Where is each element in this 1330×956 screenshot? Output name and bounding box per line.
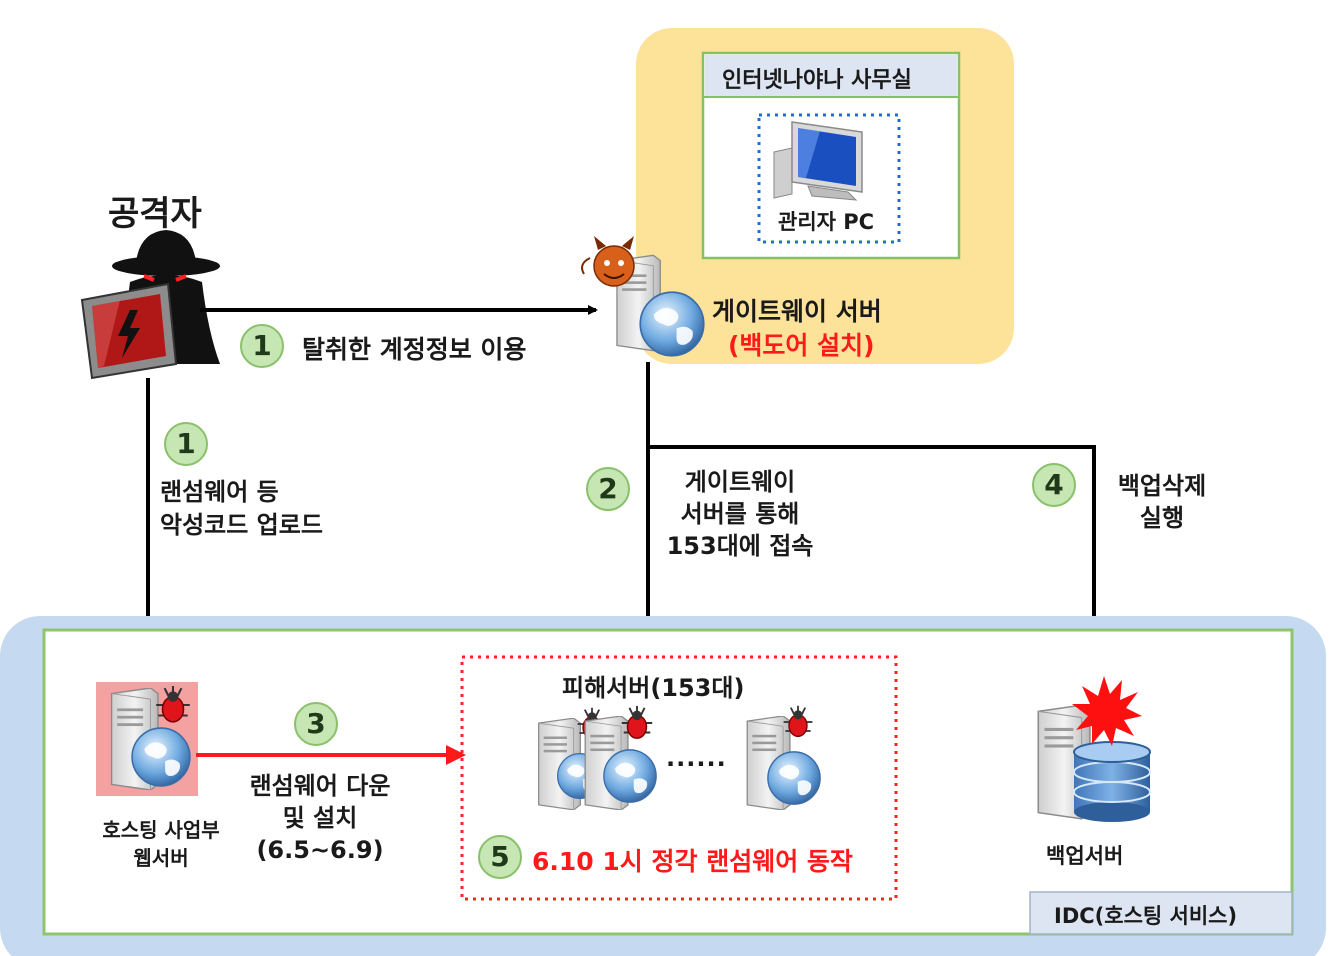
admin-pc-label: 관리자 PC xyxy=(778,210,875,234)
gateway-backdoor-note: (백도어 설치) xyxy=(728,331,875,360)
attacker-label: 공격자 xyxy=(108,194,202,234)
step-3-text: 랜섬웨어 다운 및 설치 (6.5~6.9) xyxy=(222,770,418,866)
step-2-line1: 게이트웨이 xyxy=(684,468,796,496)
arrow-gateway-to-backup xyxy=(648,445,1099,626)
idc-label: IDC(호스팅 서비스) xyxy=(1054,904,1238,928)
webserver-globe-icon xyxy=(131,727,191,787)
step-1-text: 탈취한 계정정보 이용 xyxy=(302,335,527,364)
arrow-download-install xyxy=(446,745,466,765)
step-1b-line1: 랜섬웨어 등 xyxy=(160,478,279,506)
step-4-line2: 실행 xyxy=(1139,504,1185,532)
step-4-badge: 4 xyxy=(1032,463,1076,507)
laptop-icon xyxy=(80,282,178,380)
step-2-badge: 2 xyxy=(586,467,630,511)
step-4-line1: 백업삭제 xyxy=(1117,472,1207,500)
step-3-badge: 3 xyxy=(294,702,338,746)
backup-db-icon xyxy=(1073,741,1151,822)
step-1b-badge: 1 xyxy=(164,422,208,466)
victim-servers-box xyxy=(460,655,898,901)
victim-globe-2-icon xyxy=(603,749,657,803)
step-5-text: 6.10 1시 정각 랜섬웨어 동작 xyxy=(532,847,853,876)
gateway-name: 게이트웨이 서버 xyxy=(712,297,882,326)
step-1b-text: 랜섬웨어 등 악성코드 업로드 xyxy=(160,476,323,542)
pc-dotted-box xyxy=(757,113,901,244)
step-2-line2: 서버를 통해 xyxy=(680,500,800,528)
explosion-icon xyxy=(1072,676,1142,746)
office-title-bar xyxy=(705,55,957,97)
step-2-line3: 153대에 접속 xyxy=(666,532,814,560)
victim-globe-3-icon xyxy=(767,751,821,805)
step-1b-line2: 악성코드 업로드 xyxy=(160,511,323,539)
step-3-line2: 및 설치 xyxy=(282,804,358,832)
idc-label-box xyxy=(1029,891,1293,935)
office-title: 인터넷나야나 사무실 xyxy=(722,68,912,93)
step-3-line3: (6.5~6.9) xyxy=(256,836,384,864)
victims-title: 피해서버(153대) xyxy=(562,674,745,702)
step-2-text: 게이트웨이 서버를 통해 153대에 접속 xyxy=(650,466,830,562)
step-5-badge: 5 xyxy=(478,835,522,879)
webserver-label: 호스팅 사업부 웹서버 xyxy=(78,816,244,872)
admin-pc-icon xyxy=(773,121,863,201)
devil-icon xyxy=(581,236,635,287)
webserver-line1: 호스팅 사업부 xyxy=(102,818,220,842)
step-3-line1: 랜섬웨어 다운 xyxy=(249,772,391,800)
step-4-text: 백업삭제 실행 xyxy=(1100,470,1224,534)
step-1-badge: 1 xyxy=(240,324,284,368)
gateway-globe-icon xyxy=(639,291,705,357)
backup-label: 백업서버 xyxy=(1046,844,1124,868)
victims-ellipsis: ...... xyxy=(666,744,727,772)
webserver-line2: 웹서버 xyxy=(133,846,189,870)
